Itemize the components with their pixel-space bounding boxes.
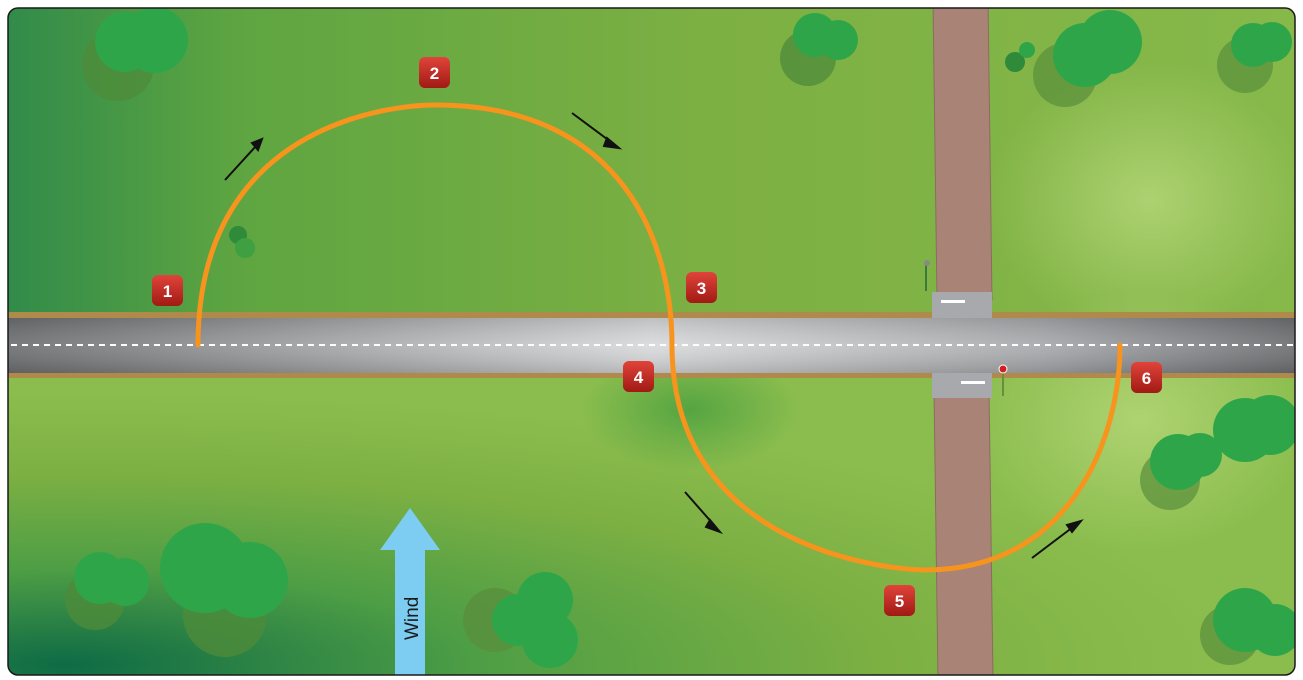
svg-text:6: 6 (1142, 369, 1151, 388)
svg-text:4: 4 (634, 368, 644, 387)
marker-2: 2 (419, 57, 450, 88)
stop-line-north (941, 300, 965, 303)
svg-text:3: 3 (697, 279, 706, 298)
marker-6: 6 (1131, 362, 1162, 393)
marker-4: 4 (623, 361, 654, 392)
svg-text:1: 1 (163, 282, 172, 301)
stop-line-south (961, 381, 985, 384)
svg-text:2: 2 (430, 64, 439, 83)
marker-5: 5 (884, 585, 915, 616)
marker-1: 1 (152, 275, 183, 306)
wind-label: Wind (402, 597, 423, 640)
svg-text:5: 5 (895, 592, 904, 611)
marker-3: 3 (686, 272, 717, 303)
